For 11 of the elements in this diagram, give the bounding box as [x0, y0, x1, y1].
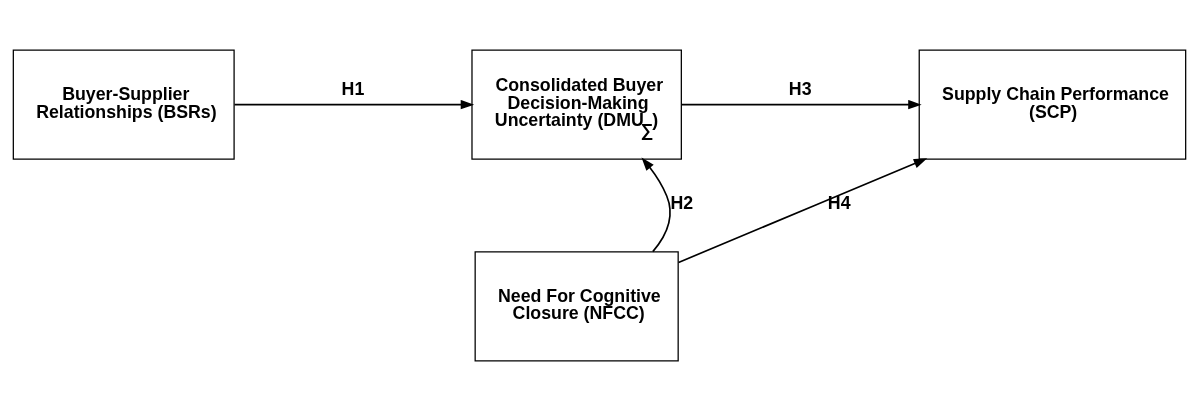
arrow: [677, 157, 928, 263]
arrow: [680, 99, 922, 109]
arrow: [233, 99, 475, 109]
edge-label: H2: [670, 192, 694, 213]
edge-label: H3: [788, 78, 812, 99]
node-box: Need For Cognitive Closure (NFCC): [474, 250, 679, 362]
node-box: Supply Chain Performance (SCP): [918, 48, 1187, 160]
edge-label: H4: [827, 192, 851, 213]
arrow: [641, 156, 671, 252]
node-box: Buyer-Supplier Relationships (BSRs): [12, 48, 235, 160]
edge-label: H1: [341, 78, 365, 99]
